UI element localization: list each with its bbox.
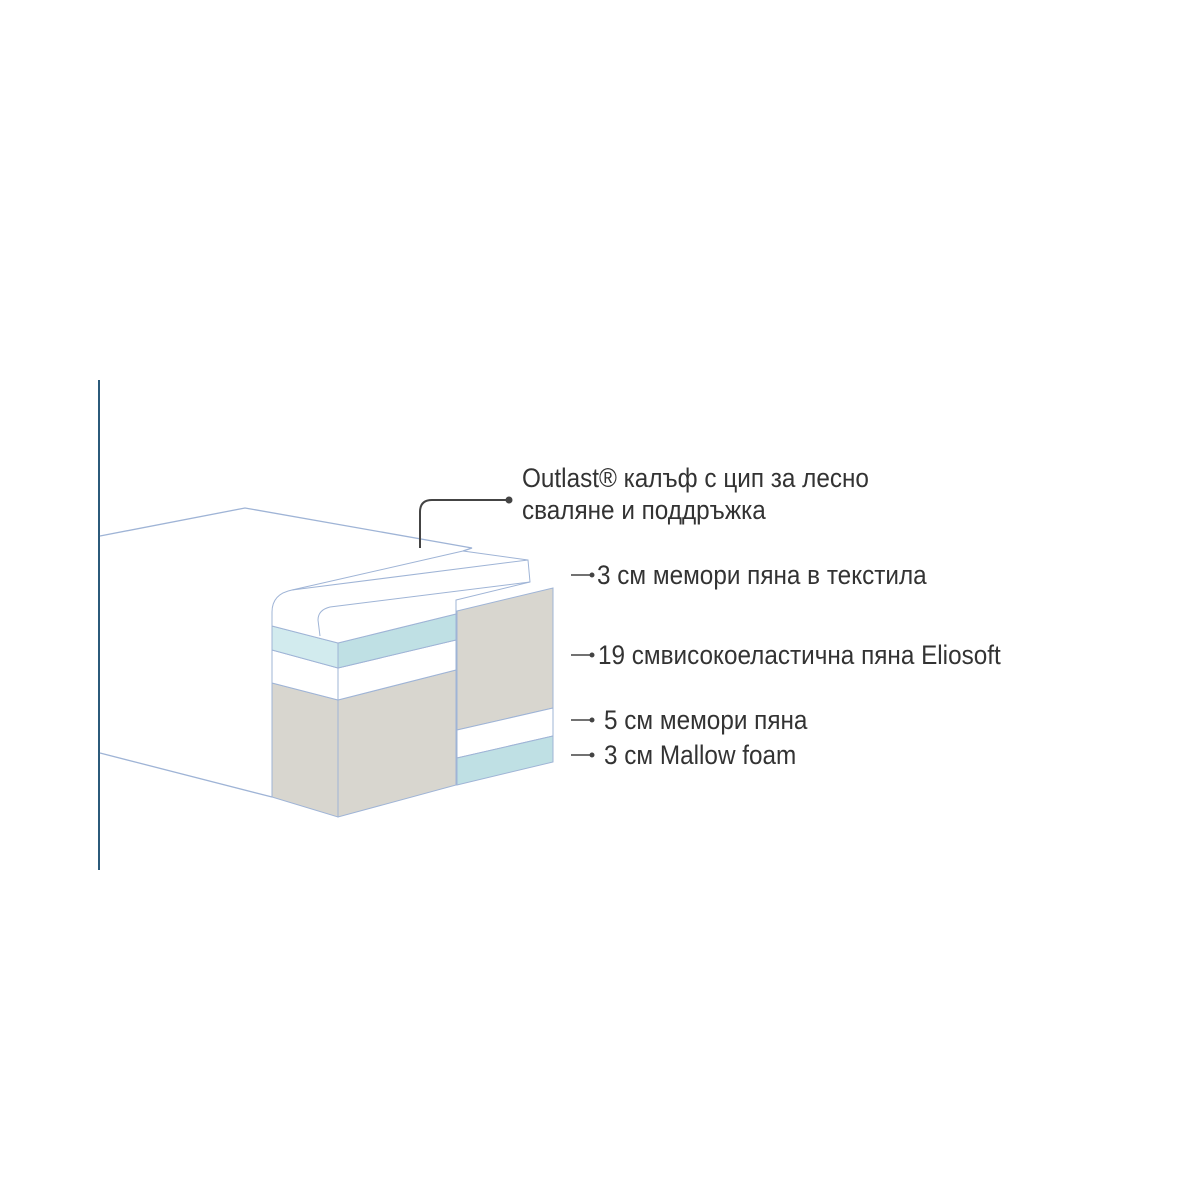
arrow-icon <box>571 717 595 723</box>
leader-dot <box>505 496 513 504</box>
right-gray-layer <box>456 587 554 731</box>
cover-top-back-edge <box>291 550 464 591</box>
cover-leader-line <box>419 499 508 548</box>
cover-label-line1: Outlast® калъф с цип за лесно <box>522 463 869 493</box>
arrow-icon <box>571 652 595 658</box>
layer-label-eliosoft: 19 смвисокоеластична пяна Eliosoft <box>598 640 1001 670</box>
arrow-icon <box>571 752 595 758</box>
mattress-back-top-edge <box>99 507 473 552</box>
layer-label-memory-textile: 3 см мемори пяна в текстила <box>597 560 927 590</box>
cover-layer <box>271 559 531 644</box>
cover-label-line2: сваляне и поддръжка <box>522 495 766 525</box>
layer-label-mallow-foam: 3 см Mallow foam <box>604 740 797 770</box>
layer-label-memory-foam: 5 см мемори пяна <box>604 705 808 735</box>
right-teal-layer <box>456 735 554 786</box>
cover-top-back-edge-2 <box>462 550 529 561</box>
cover-front-edge <box>317 581 531 637</box>
arrow-icon <box>571 572 595 578</box>
mattress-back-bottom-edge <box>99 752 273 798</box>
gray-layer-side <box>271 682 339 818</box>
